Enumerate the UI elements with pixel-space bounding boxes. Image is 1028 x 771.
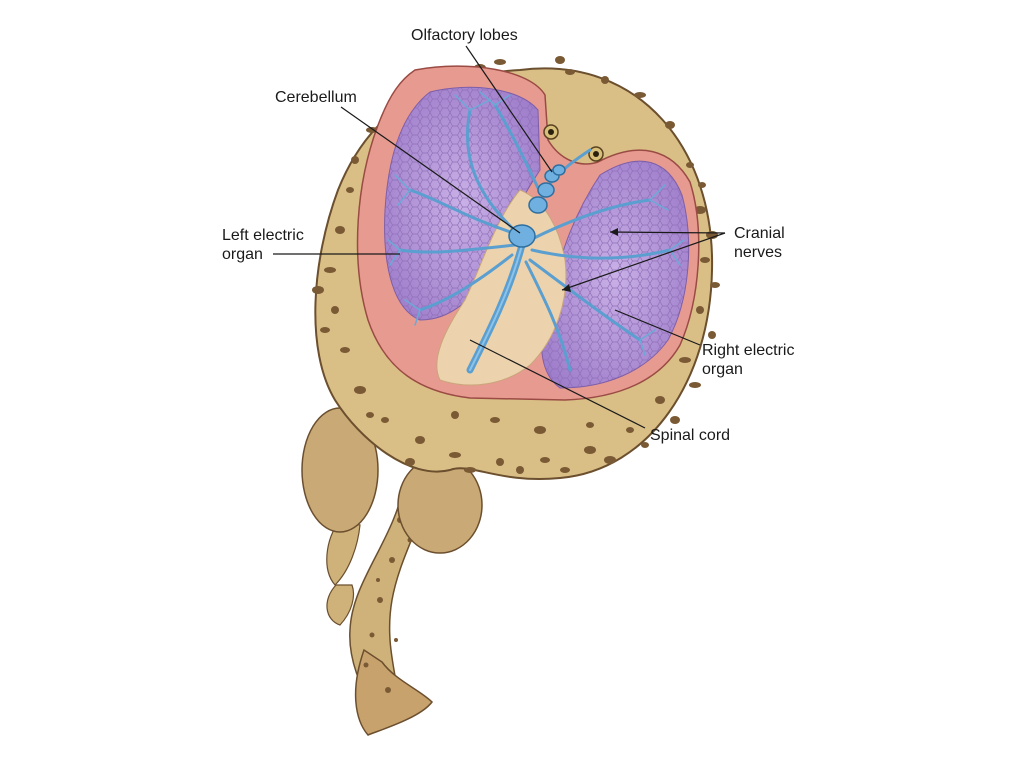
skin-spot [346, 187, 354, 193]
left-electric-organ [384, 86, 541, 321]
tail-fin [354, 648, 433, 736]
skin-spot [490, 417, 500, 423]
leader-right-electric-organ [614, 309, 701, 346]
label-left-electric-organ-line1: Left electric [222, 227, 304, 244]
dorsal-fin-2 [326, 584, 355, 626]
skin-spot [494, 59, 506, 65]
skin-spot [331, 306, 339, 314]
leader-spinal-cord [469, 339, 646, 429]
leader-cranial-nerves-a [609, 231, 726, 234]
skin-spot [415, 436, 425, 444]
skin-spot [560, 467, 570, 473]
skin-spot [464, 467, 476, 473]
skin-spot [686, 162, 694, 168]
dorsal-fin-1 [326, 519, 361, 586]
skin-spot [698, 182, 706, 188]
skin-spot [496, 458, 504, 466]
arrowheads [562, 228, 618, 292]
skin-spot [320, 327, 330, 333]
skin-spot [565, 69, 575, 75]
skin-spot [405, 458, 415, 466]
label-cranial-nerves-line1: Cranial [734, 225, 785, 242]
label-spinal-cord: Spinal cord [650, 427, 731, 444]
leader-cerebellum [340, 106, 521, 234]
skin-spot [335, 226, 345, 234]
skin-spot [366, 412, 374, 418]
pelvic-fins [301, 407, 483, 554]
label-olfactory-lobes: Olfactory lobes [411, 27, 518, 44]
skin-spot [555, 56, 565, 64]
skin-spot [534, 426, 546, 434]
brain [508, 164, 566, 248]
skin-spot [696, 306, 704, 314]
label-cranial-nerves-line2: nerves [734, 244, 783, 261]
skin-spot [670, 416, 680, 424]
skin-spot [351, 156, 359, 164]
skin-spot [710, 282, 720, 288]
leader-cranial-nerves-b [561, 232, 726, 291]
skin-spot [586, 422, 594, 428]
skin-spot [604, 456, 616, 464]
leader-olfactory-lobes [465, 45, 553, 173]
skin-spot [665, 121, 675, 129]
label-right-electric-organ-line1: Right electric [702, 342, 795, 359]
skin-spot [601, 76, 609, 84]
skin-spot [689, 382, 701, 388]
label-left-electric-organ-line2: organ [222, 246, 263, 263]
skin-spot [312, 286, 324, 294]
label-right-electric-organ-line2: organ [702, 361, 743, 378]
skin-spot [626, 427, 634, 433]
skin-spot [634, 92, 646, 98]
leader-lines [273, 45, 726, 429]
skin-spot [451, 411, 459, 419]
skin-spot [584, 446, 596, 454]
label-cerebellum: Cerebellum [275, 89, 357, 106]
skin-spot [540, 457, 550, 463]
skin-spot [449, 452, 461, 458]
skin-spot [340, 347, 350, 353]
fine-nerve-twigs [387, 91, 685, 356]
eyes [543, 124, 604, 162]
skin-spot [655, 396, 665, 404]
skin-spot [679, 357, 691, 363]
skin-spot [324, 267, 336, 273]
skin-spot [700, 257, 710, 263]
cranial-nerve-branches [398, 103, 672, 372]
skin-spot [516, 466, 524, 474]
skin-spot [354, 386, 366, 394]
skin-spot [381, 417, 389, 423]
skin-spot [708, 331, 716, 339]
skin-spot [641, 442, 649, 448]
